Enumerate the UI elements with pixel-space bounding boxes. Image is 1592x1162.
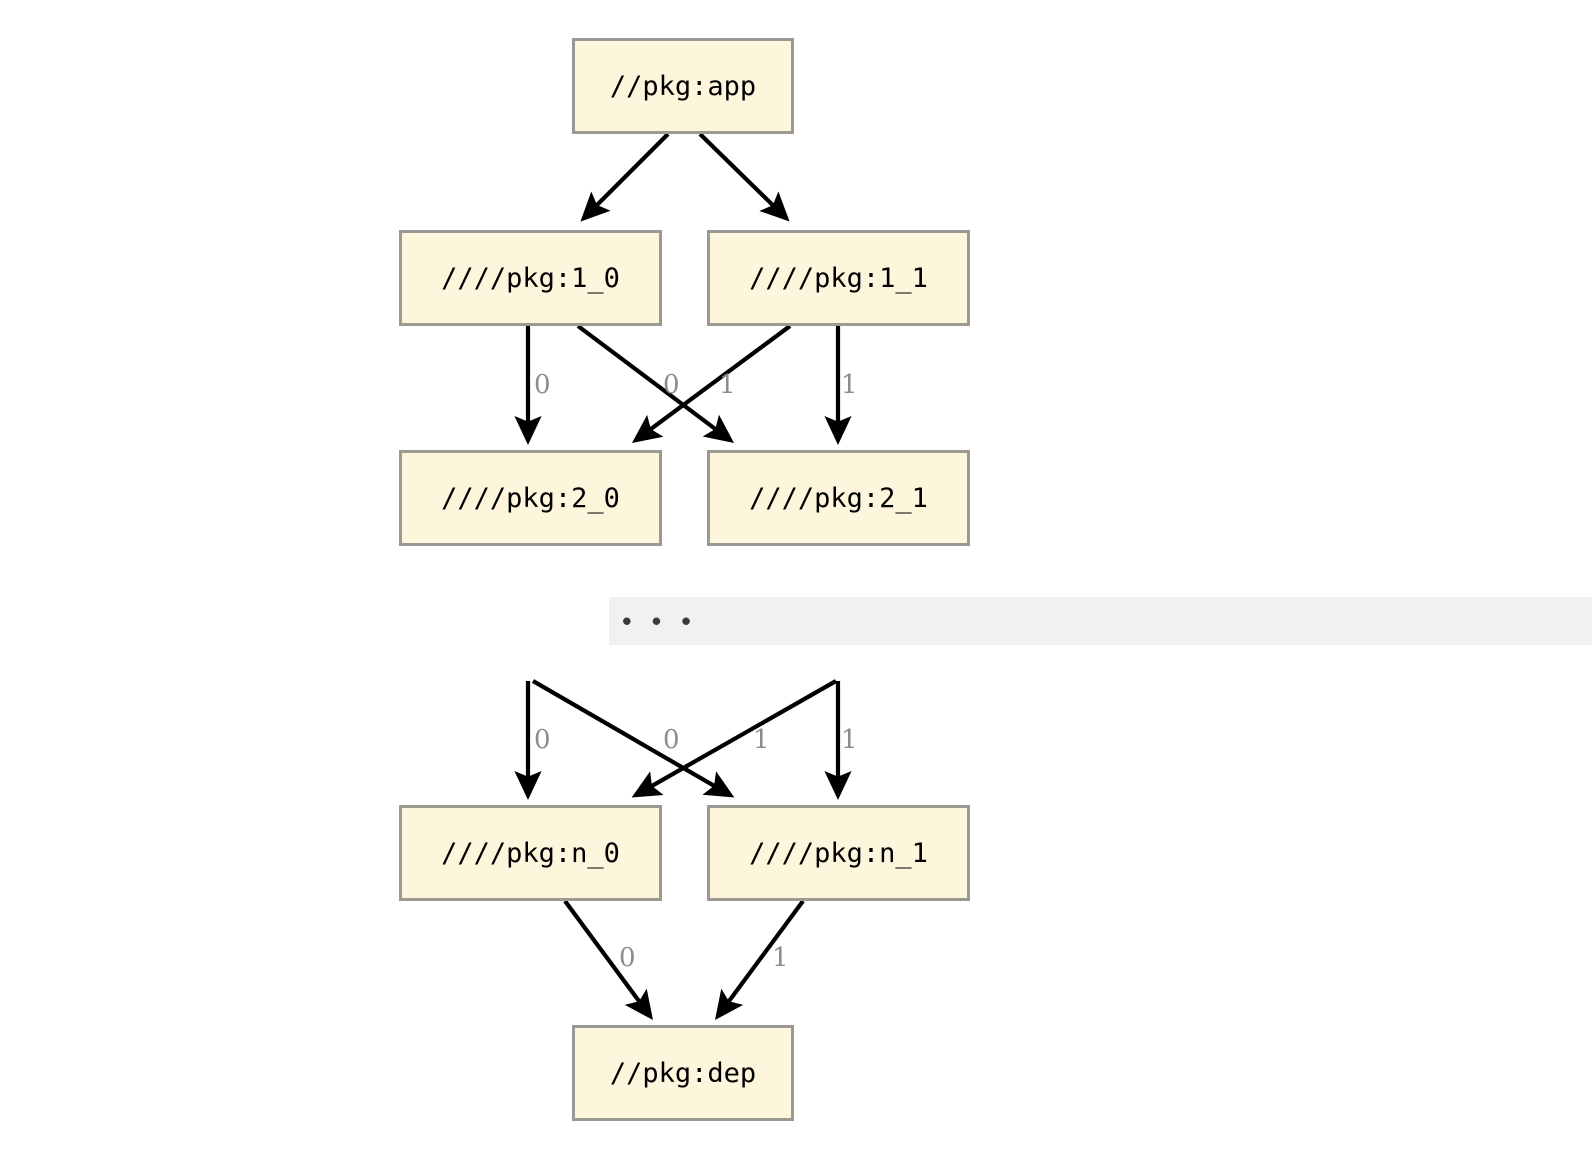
node-pkg-1_1[interactable]: ////pkg:1_1 <box>707 230 970 326</box>
edge-label-n_0-dep: 0 <box>619 943 636 973</box>
node-pkg-2_0[interactable]: ////pkg:2_0 <box>399 450 662 546</box>
edge-n_1-to-dep <box>715 899 805 1021</box>
edge-label-elided-n_0: 0 <box>534 725 551 755</box>
node-label: ////pkg:1_1 <box>749 262 928 294</box>
node-label: ////pkg:1_0 <box>441 262 620 294</box>
node-app[interactable]: //pkg:app <box>572 38 794 134</box>
edge-1_1-to-2_0 <box>631 324 792 443</box>
node-dep[interactable]: //pkg:dep <box>572 1025 794 1121</box>
edge-label-1_1-2_0: 1 <box>719 370 736 400</box>
edge-label-1_1-2_1: 1 <box>841 370 858 400</box>
node-pkg-1_0[interactable]: ////pkg:1_0 <box>399 230 662 326</box>
edge-elided-to-n_1 <box>531 679 735 798</box>
edge-app-to-1_1 <box>698 132 790 222</box>
node-label: ////pkg:2_1 <box>749 482 928 514</box>
edge-n_0-to-dep <box>563 899 653 1021</box>
node-pkg-2_1[interactable]: ////pkg:2_1 <box>707 450 970 546</box>
node-label: ////pkg:n_0 <box>441 837 620 869</box>
node-label: //pkg:app <box>609 70 757 102</box>
edge-label-elided-n_1: 0 <box>663 725 680 755</box>
ellipsis-icon: ••• <box>619 608 708 638</box>
edge-label-1_0-2_1: 0 <box>663 370 680 400</box>
edge-label-elided-straight-n_1: 1 <box>841 725 858 755</box>
edge-label-elided-cross-n_0: 1 <box>753 725 770 755</box>
edge-label-n_1-dep: 1 <box>772 943 789 973</box>
node-pkg-n_0[interactable]: ////pkg:n_0 <box>399 805 662 901</box>
node-label: //pkg:dep <box>609 1057 757 1089</box>
edge-app-to-1_0 <box>580 132 670 222</box>
edge-1_0-to-2_1 <box>576 324 735 444</box>
node-label: ////pkg:2_0 <box>441 482 620 514</box>
node-label: ////pkg:n_1 <box>749 837 928 869</box>
elided-section-band: ••• <box>609 597 1592 645</box>
node-pkg-n_1[interactable]: ////pkg:n_1 <box>707 805 970 901</box>
edge-label-1_0-2_0: 0 <box>534 370 551 400</box>
